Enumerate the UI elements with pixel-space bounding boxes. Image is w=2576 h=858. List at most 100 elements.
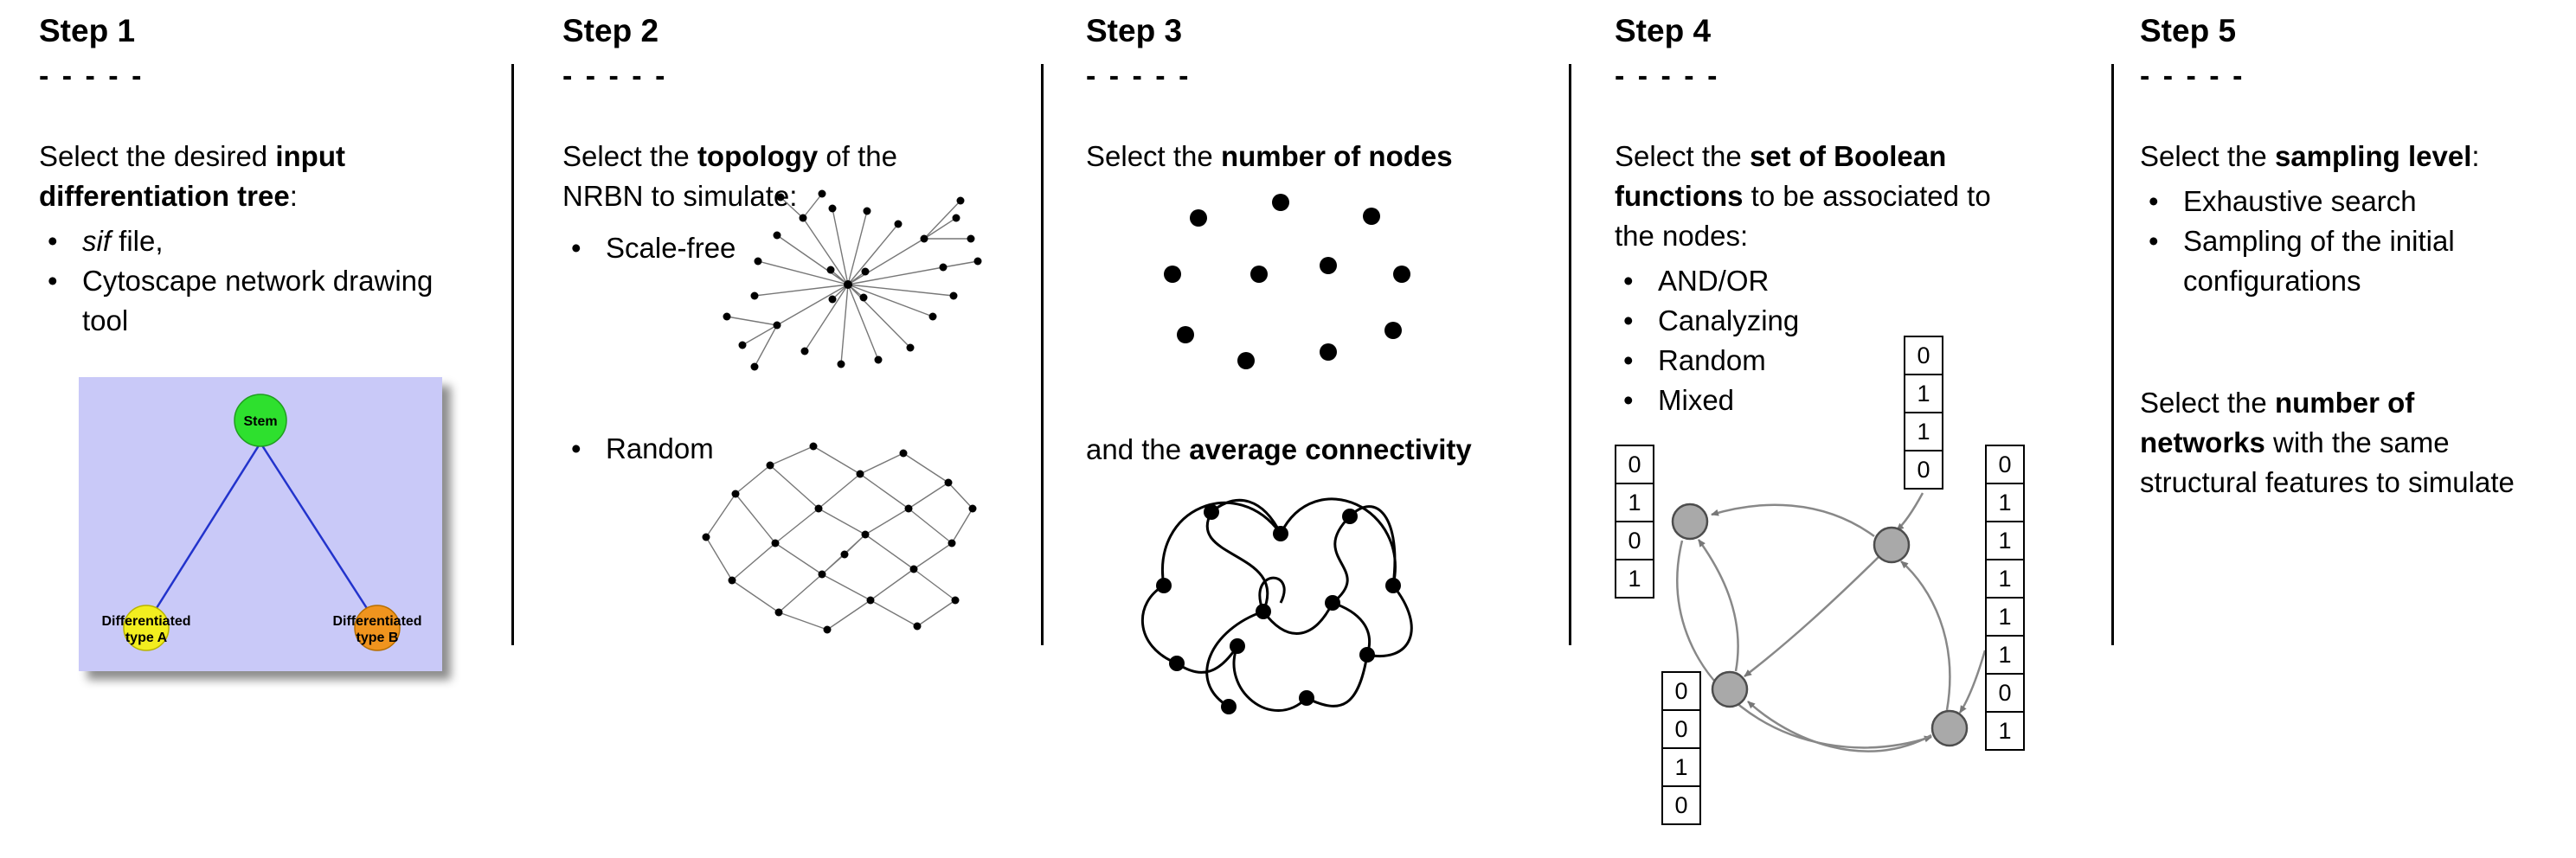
step-5-instruction-networks: Select the number of networks with the s…: [2140, 383, 2531, 503]
step-1-bullet-list: sif file, Cytoscape network drawing tool: [39, 221, 446, 341]
step-2-instruction: Select the topology of the NRBN to simul…: [562, 137, 936, 216]
truth-table-cell: 0: [1661, 671, 1701, 711]
random-nodes: [702, 442, 977, 634]
text-segment: Exhaustive search: [2183, 185, 2417, 217]
step-2-title: Step 2: [562, 13, 659, 48]
bullet-item-random-functions: Random: [1615, 341, 2028, 381]
differentiation-tree-figure: Stem Differentiated type A Differentiate…: [79, 377, 442, 671]
text-segment: Sampling of the initial configurations: [2183, 225, 2455, 297]
text-segment: Select the: [562, 140, 697, 172]
truth-table-cell: 0: [1661, 709, 1701, 749]
bullet-item-sif-file: sif file,: [39, 221, 446, 261]
truth-table-cell: 1: [1661, 747, 1701, 787]
differentiation-tree-graphic: Stem Differentiated type A Differentiate…: [101, 394, 422, 651]
boolean-network-graphic: [1671, 492, 1987, 752]
type-a-label-line2: type A: [125, 631, 168, 645]
text-segment: Cytoscape network drawing tool: [82, 265, 434, 336]
step-2-column: Step 2 - - - - - Select the topology of …: [562, 12, 982, 634]
bullet-item-exhaustive-search: Exhaustive search: [2140, 182, 2536, 221]
boolean-network-node: [1873, 526, 1911, 564]
text-segment: :: [289, 180, 298, 212]
tree-edge-left: [145, 442, 262, 625]
bullet-item-scale-free: Scale-free: [562, 228, 936, 268]
column-divider: [2111, 64, 2114, 645]
stem-node: [234, 394, 287, 447]
text-segment-bold: sampling level: [2274, 140, 2472, 172]
text-segment: Canalyzing: [1658, 304, 1800, 336]
truth-table-cell: 1: [1904, 374, 1943, 413]
step-4-title: Step 4: [1615, 13, 1712, 48]
boolean-network-node: [1671, 503, 1709, 541]
text-segment: :: [2471, 140, 2480, 172]
column-divider: [1041, 64, 1044, 645]
stem-node-label: Stem: [243, 414, 277, 429]
boolean-network-nodes: [1671, 503, 1969, 747]
text-segment: Select the: [2140, 140, 2275, 172]
truth-table-cell: 1: [1985, 597, 2025, 637]
column-divider: [511, 64, 514, 645]
step-4-instruction: Select the set of Boolean functions to b…: [1615, 137, 2028, 256]
text-segment: Random: [606, 432, 714, 464]
step-3-dashed-separator: - - - - -: [1086, 60, 1192, 93]
text-segment: Select the: [1086, 140, 1221, 172]
boolean-network-figure: 0 1 1 0 0 1 0 1 0 0 1 0 0 1 1 1 1 1 0 1: [1615, 329, 2040, 858]
truth-table-cell: 0: [1985, 673, 2025, 713]
truth-table-cell: 0: [1615, 445, 1654, 484]
boolean-network-node: [1930, 709, 1969, 747]
bullet-item-sampling-configurations: Sampling of the initial configurations: [2140, 221, 2536, 301]
step-5-bullet-list: Exhaustive search Sampling of the initia…: [2140, 182, 2536, 301]
text-segment-bold: set of Boolean functions: [1615, 140, 1947, 212]
scale-free-network-graphic: [723, 189, 982, 371]
text-segment-bold: number of nodes: [1220, 140, 1453, 172]
type-b-label-line1: Differentiated: [332, 614, 421, 629]
tree-edge-right: [259, 442, 379, 625]
step-5-title: Step 5: [2140, 13, 2237, 48]
text-segment-italic: sif: [82, 225, 111, 257]
type-a-label-line1: Differentiated: [101, 614, 190, 629]
text-segment: file,: [111, 225, 164, 257]
text-segment: and the: [1086, 433, 1190, 465]
bullet-item-canalyzing: Canalyzing: [1615, 301, 2028, 341]
text-segment: Scale-free: [606, 232, 736, 264]
column-divider: [1569, 64, 1571, 645]
text-segment-bold: average connectivity: [1189, 433, 1472, 465]
text-segment: with the same structural features to sim…: [2140, 426, 2515, 498]
step-4-bullet-list: AND/OR Canalyzing Random Mixed: [1615, 261, 2028, 420]
truth-table-cell: 0: [1615, 521, 1654, 560]
boolean-network-arrows: [1676, 492, 1987, 752]
truth-table-cell: 1: [1615, 559, 1654, 599]
random-network-graphic: [702, 442, 977, 634]
truth-table-cell: 1: [1904, 412, 1943, 451]
bullet-item-and-or: AND/OR: [1615, 261, 2028, 301]
node-dots: [1164, 194, 1410, 369]
truth-table-cell: 0: [1904, 450, 1943, 490]
truth-table-cell: 0: [1661, 785, 1701, 825]
truth-table-cell: 1: [1615, 483, 1654, 522]
text-segment: Select the: [1615, 140, 1750, 172]
truth-table-cell: 1: [1985, 711, 2025, 751]
truth-table-bottom-left: 0 0 1 0: [1661, 671, 1701, 825]
truth-table-left: 0 1 0 1: [1615, 445, 1654, 599]
step-1-title: Step 1: [39, 13, 136, 48]
connectivity-tangle-graphic: [1140, 497, 1413, 714]
type-b-node: [354, 605, 401, 651]
text-segment-bold: input differentiation tree: [39, 140, 345, 212]
text-segment: Select the desired: [39, 140, 276, 172]
text-segment: Random: [1658, 344, 1766, 376]
step-1-instruction: Select the desired input differentiation…: [39, 137, 446, 216]
text-segment: of the NRBN to simulate:: [562, 140, 897, 212]
step-4-dashed-separator: - - - - -: [1615, 60, 1720, 93]
nodes-dots-graphic: [1164, 194, 1410, 369]
truth-table-right: 0 1 1 1 1 1 0 1: [1985, 445, 2025, 751]
truth-table-top: 0 1 1 0: [1904, 336, 1943, 490]
type-a-node: [123, 605, 170, 651]
step-4-column: Step 4 - - - - - Select the set of Boole…: [1615, 12, 2028, 825]
scale-free-edges: [726, 193, 979, 368]
truth-table-cell: 0: [1985, 445, 2025, 484]
text-segment-bold: number of networks: [2140, 387, 2415, 458]
step-5-column: Step 5 - - - - - Select the sampling lev…: [2140, 12, 2536, 503]
step-2-bullet-list: Scale-free Random: [562, 228, 936, 469]
tangle-edges: [1140, 497, 1413, 712]
step-5-instruction: Select the sampling level:: [2140, 137, 2536, 176]
